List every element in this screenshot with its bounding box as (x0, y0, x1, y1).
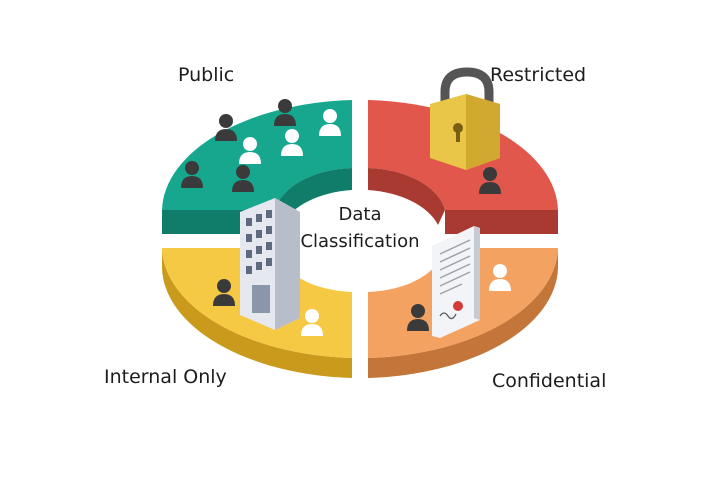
label-public: Public (178, 64, 235, 86)
label-confidential: Confidential (492, 370, 607, 392)
label-restricted: Restricted (490, 64, 587, 86)
office-building-icon (240, 198, 300, 330)
signed-document-icon (432, 226, 480, 338)
center-title-line-1: Data (338, 204, 382, 225)
padlock-icon (430, 67, 500, 170)
center-title-line-2: Classification (300, 231, 420, 252)
center-title: Data Classification (290, 201, 430, 255)
label-internal-only: Internal Only (104, 366, 227, 388)
